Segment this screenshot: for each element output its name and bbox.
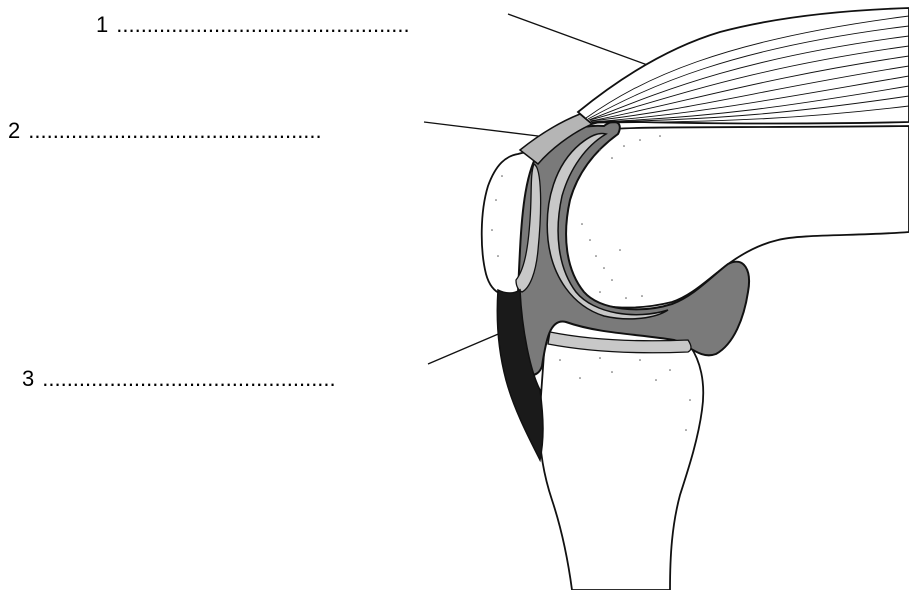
leader-line-2 xyxy=(424,122,546,137)
quadriceps-muscle xyxy=(578,8,909,124)
tibia-bone xyxy=(540,338,704,590)
leader-line-3 xyxy=(428,332,503,364)
